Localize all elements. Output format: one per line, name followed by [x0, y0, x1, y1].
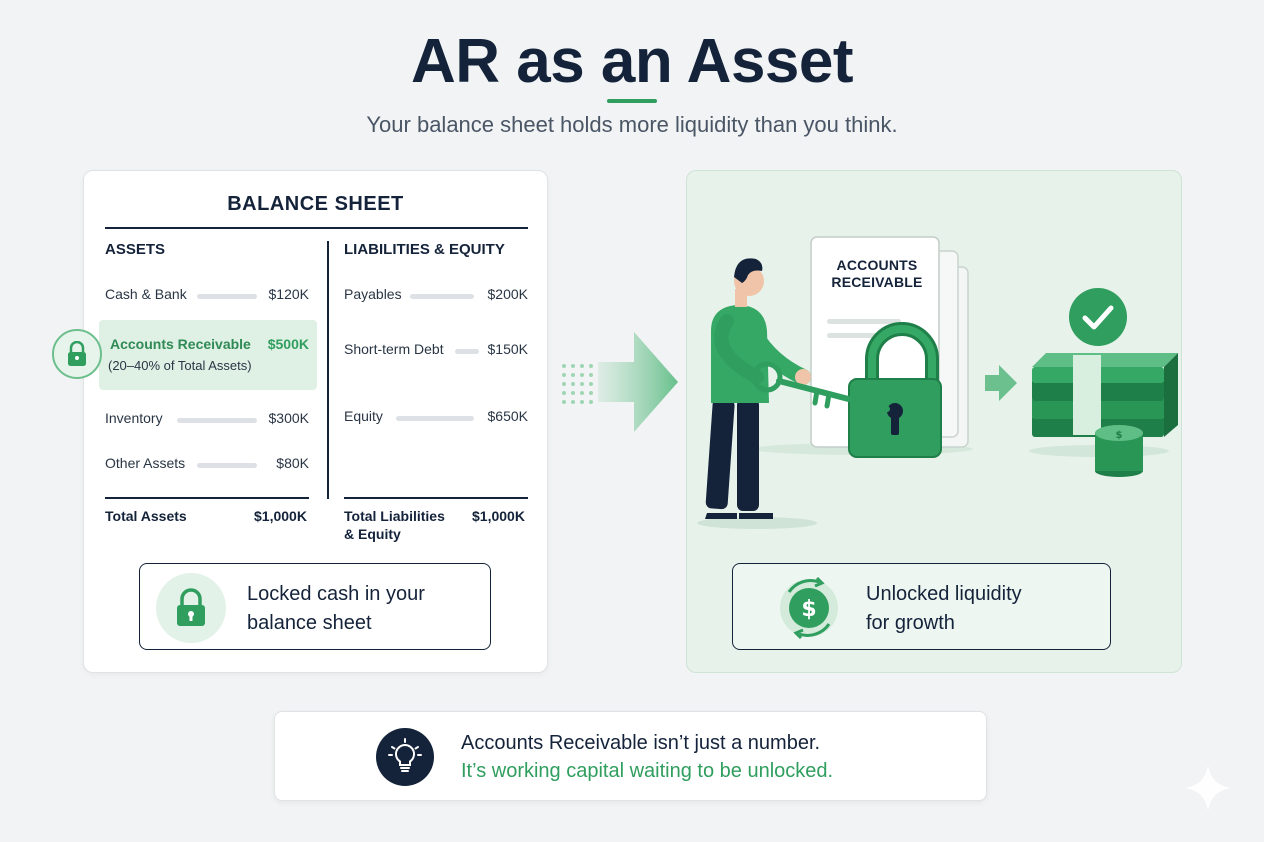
liability-label: Short-term Debt — [344, 341, 444, 357]
unlocked-illustration-card: $ ACCOUNTS RECEIVABLE $ Unlocked liquidi… — [686, 170, 1182, 673]
svg-text:$: $ — [1116, 430, 1123, 441]
asset-row-cash: Cash & Bank $120K — [105, 286, 309, 306]
document-label-line2: RECEIVABLE — [831, 274, 923, 290]
leader-bar — [197, 294, 257, 299]
takeaway-line2: It’s working capital waiting to be unloc… — [461, 760, 834, 782]
title-underline — [607, 99, 657, 103]
liability-row-equity: Equity $650K — [344, 408, 528, 428]
asset-label: Cash & Bank — [105, 286, 187, 302]
liability-label: Equity — [344, 408, 383, 424]
takeaway-line1: Accounts Receivable isn’t just a number. — [461, 732, 821, 754]
accounts-receivable-document-label: ACCOUNTS RECEIVABLE — [812, 257, 942, 291]
page-title: AR as an Asset — [410, 27, 854, 96]
leader-bar — [197, 463, 257, 468]
liability-value: $650K — [487, 408, 528, 424]
balance-sheet-card: BALANCE SHEET ASSETS LIABILITIES & EQUIT… — [52, 170, 548, 673]
locked-cash-text: Locked cash in your balance sheet — [247, 580, 425, 638]
padlock-icon — [52, 329, 102, 379]
liability-value: $200K — [487, 286, 528, 302]
document-label-line1: ACCOUNTS — [836, 257, 918, 273]
unlocked-line2: for growth — [866, 612, 955, 634]
asset-row-inventory: Inventory $300K — [105, 410, 309, 430]
liability-row-payables: Payables $200K — [344, 286, 528, 306]
asset-value: $500K — [267, 336, 309, 352]
takeaway-callout: Accounts Receivable isn’t just a number.… — [274, 711, 987, 801]
unlock-illustration: $ — [697, 236, 1178, 529]
page-subtitle: Your balance sheet holds more liquidity … — [366, 112, 898, 137]
balance-sheet-rule — [105, 227, 528, 229]
liability-value: $150K — [487, 341, 528, 357]
accounts-receivable-highlight: Accounts Receivable $500K (20–40% of Tot… — [99, 320, 317, 390]
asset-row-other: Other Assets $80K — [105, 455, 309, 475]
unlocked-liquidity-callout: $ Unlocked liquidity for growth — [732, 563, 1111, 650]
balance-sheet-title: BALANCE SHEET — [227, 193, 404, 215]
liabilities-heading: LIABILITIES & EQUITY — [344, 241, 505, 258]
total-assets-label: Total Assets — [105, 508, 187, 524]
unlocked-line1: Unlocked liquidity — [866, 583, 1022, 605]
asset-note: (20–40% of Total Assets) — [108, 358, 252, 373]
leader-bar — [410, 294, 474, 299]
locked-cash-callout: Locked cash in your balance sheet — [139, 563, 491, 650]
total-liabilities-value: $1,000K — [472, 508, 525, 524]
liability-label: Payables — [344, 286, 402, 302]
sparkle-icon — [1185, 765, 1231, 811]
total-liabilities-label-1: Total Liabilities — [344, 508, 445, 524]
locked-cash-line2: balance sheet — [247, 612, 372, 634]
unlocked-liquidity-text: Unlocked liquidity for growth — [866, 580, 1022, 638]
asset-value: $80K — [276, 455, 309, 471]
asset-label: Inventory — [105, 410, 163, 426]
assets-heading: ASSETS — [105, 241, 166, 258]
asset-value: $300K — [268, 410, 309, 426]
assets-total-rule — [105, 497, 309, 499]
leader-bar — [455, 349, 479, 354]
asset-label: Accounts Receivable — [110, 336, 251, 352]
leader-bar — [396, 416, 474, 421]
locked-cash-line1: Locked cash in your — [247, 583, 425, 605]
total-liabilities-label-2: & Equity — [344, 526, 401, 542]
leader-bar — [177, 418, 257, 423]
total-assets-value: $1,000K — [254, 508, 307, 524]
lightbulb-icon — [376, 728, 434, 786]
dollar-cycle-icon: $ — [780, 576, 838, 640]
asset-label: Other Assets — [105, 455, 186, 471]
liabilities-total-rule — [344, 497, 528, 499]
svg-text:$: $ — [801, 597, 816, 622]
padlock-icon — [156, 573, 226, 643]
column-divider — [327, 241, 329, 499]
flow-arrow-icon — [562, 332, 678, 432]
asset-value: $120K — [268, 286, 309, 302]
liability-row-debt: Short-term Debt $150K — [344, 341, 528, 361]
